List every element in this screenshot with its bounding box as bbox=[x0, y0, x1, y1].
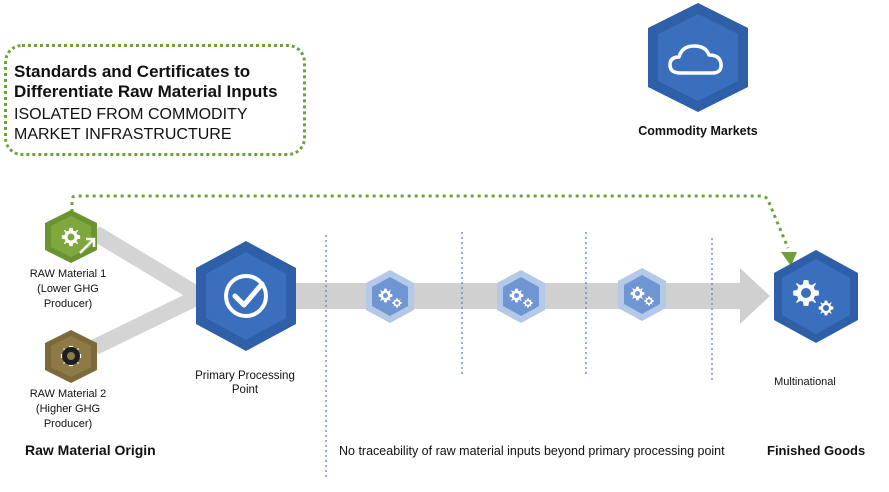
standards-title-line1: Standards and Certificates to bbox=[14, 62, 251, 81]
commodity-markets-label: Commodity Markets bbox=[638, 124, 758, 138]
raw-material-origin-label: Raw Material Origin bbox=[25, 442, 156, 458]
standards-title: Standards and Certificates to Differenti… bbox=[14, 62, 304, 102]
connector-raw-material-1 bbox=[90, 226, 205, 303]
finished-goods-label: Finished Goods bbox=[767, 443, 865, 458]
raw-material-1-label-line1: RAW Material 1 bbox=[30, 268, 107, 280]
traceability-connector bbox=[70, 194, 790, 249]
raw-material-2-label-line2: (Higher GHG bbox=[36, 403, 100, 415]
standards-subtitle-line1: ISOLATED FROM COMMODITY bbox=[14, 106, 248, 123]
raw-material-2-label-line3: Producer) bbox=[44, 418, 92, 430]
gears-icon bbox=[793, 280, 834, 316]
intermediate-step-2 bbox=[497, 270, 545, 323]
gear-icon bbox=[60, 345, 82, 367]
primary-processing-label-line2: Point bbox=[232, 384, 259, 396]
raw-material-1-label-line3: Producer) bbox=[44, 298, 92, 310]
traceability-arrowhead bbox=[781, 252, 797, 266]
standards-title-box bbox=[4, 44, 306, 156]
primary-processing-label-line1: Primary Processing bbox=[195, 370, 295, 382]
cloud-icon bbox=[668, 44, 723, 75]
raw-material-1-label-line2: (Lower GHG bbox=[37, 283, 99, 295]
traceability-note: No traceability of raw material inputs b… bbox=[339, 444, 725, 458]
standards-title-line2: Differentiate Raw Material Inputs bbox=[14, 82, 278, 101]
intermediate-step-3 bbox=[618, 268, 666, 321]
intermediate-step-1 bbox=[366, 270, 414, 323]
checkmark-icon bbox=[224, 274, 268, 318]
connector-raw-material-2 bbox=[91, 288, 204, 355]
multinational-label: Multinational bbox=[774, 376, 836, 388]
standards-subtitle: ISOLATED FROM COMMODITY MARKET INFRASTRU… bbox=[14, 105, 304, 145]
standards-subtitle-line2: MARKET INFRASTRUCTURE bbox=[14, 126, 232, 143]
raw-material-2-label-line1: RAW Material 2 bbox=[30, 388, 107, 400]
